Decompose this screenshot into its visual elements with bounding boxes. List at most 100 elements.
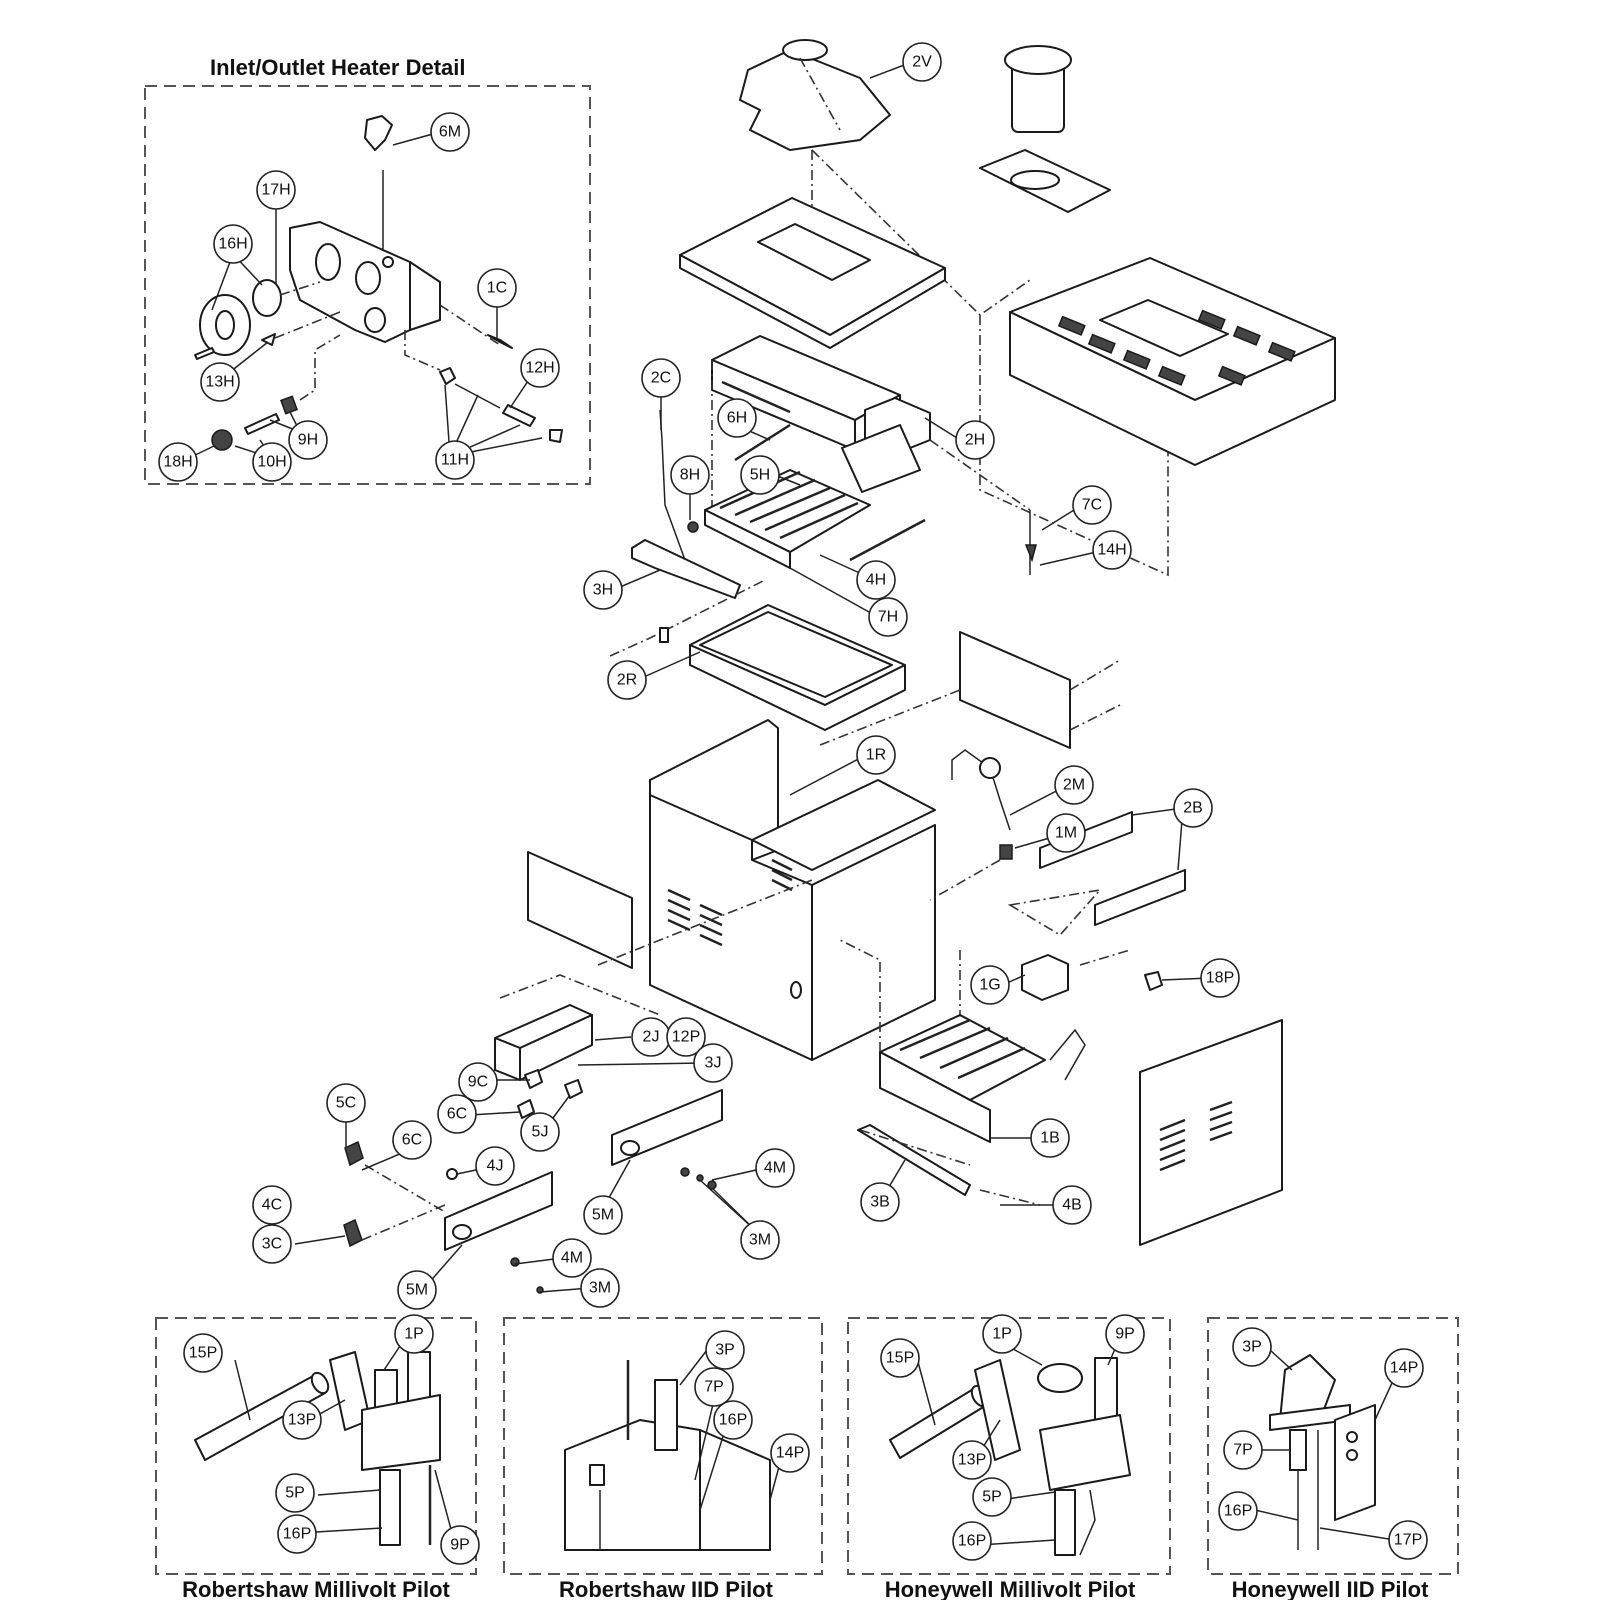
callout-main-4c: 4C (252, 1185, 292, 1225)
callout-main-1b: 1B (1030, 1118, 1070, 1158)
callout-label: 12P (672, 1029, 700, 1046)
part-1r-cabinet-frame (649, 719, 936, 1061)
callout-label: 17P (1394, 1532, 1422, 1549)
callout-label: 7P (1233, 1442, 1253, 1459)
callout-circle (1046, 813, 1086, 853)
callout-robertshaw_iid-14p: 14P (770, 1433, 810, 1473)
callout-label: 12H (525, 360, 554, 377)
callout-inset-16h: 16H (213, 224, 253, 264)
callout-circle (1105, 1314, 1145, 1354)
callout-inset-18h: 18H (158, 442, 198, 482)
callout-circle (740, 455, 780, 495)
callout-robertshaw_millivolt-15p: 15P (183, 1333, 223, 1373)
caption-honeywell-millivolt: Honeywell Millivolt Pilot (885, 1577, 1136, 1600)
callout-label: 4H (866, 572, 886, 589)
caption-honeywell-iid: Honeywell IID Pilot (1232, 1577, 1429, 1600)
callout-circle (580, 1268, 620, 1308)
callout-circle (755, 1148, 795, 1188)
callout-label: 6C (402, 1132, 422, 1149)
part-rear-panel (959, 631, 1071, 749)
callout-circle (477, 268, 517, 308)
part-2b-bracket (1039, 811, 1133, 869)
callout-label: 1G (979, 977, 1000, 994)
callout-label: 9H (298, 432, 318, 449)
callout-label: 5J (532, 1124, 549, 1141)
callout-circle (972, 1477, 1012, 1517)
callout-circle (392, 1120, 432, 1160)
callout-main-1m: 1M (1046, 813, 1086, 853)
callout-circle (982, 1314, 1022, 1354)
callout-honeywell_iid-17p: 17P (1388, 1520, 1428, 1560)
callout-label: 1P (992, 1326, 1012, 1343)
pilot-robertshaw-millivolt: Robertshaw Millivolt Pilot (155, 1317, 477, 1600)
callout-circle (955, 420, 995, 460)
callout-main-3m: 3M (580, 1268, 620, 1308)
callout-circle (277, 1514, 317, 1554)
callout-label: 9C (468, 1074, 488, 1091)
callout-label: 4C (262, 1197, 282, 1214)
callout-label: 11H (441, 452, 469, 469)
caption-robertshaw-iid: Robertshaw IID Pilot (559, 1577, 774, 1600)
callout-label: 9P (1115, 1326, 1135, 1343)
callout-label: 2H (965, 432, 985, 449)
part-4h-rod (849, 518, 926, 562)
callout-circle (694, 1367, 734, 1407)
pilot-honeywell-millivolt: Honeywell Millivolt Pilot (847, 1317, 1171, 1600)
inset-border (144, 85, 591, 485)
callout-circle (435, 440, 475, 480)
callout-honeywell_millivolt-5p: 5P (972, 1477, 1012, 1517)
callout-label: 3M (589, 1280, 611, 1297)
callout-inset-12h: 12H (520, 348, 560, 388)
callout-honeywell_iid-7p: 7P (1223, 1430, 1263, 1470)
callout-main-2m: 2M (1054, 765, 1094, 805)
callout-robertshaw_millivolt-5p: 5P (275, 1473, 315, 1513)
callout-circle (713, 1400, 753, 1440)
callout-circle (200, 362, 240, 402)
callout-label: 18P (1206, 970, 1234, 987)
callout-honeywell_millivolt-1p: 1P (982, 1314, 1022, 1354)
callout-label: 10H (257, 454, 286, 471)
callout-circle (397, 1270, 437, 1310)
part-6m-sensor (364, 115, 393, 151)
callout-label: 8H (680, 467, 700, 484)
callout-circle (868, 597, 908, 637)
callout-main-3b: 3B (860, 1182, 900, 1222)
part-2v-draft-hood (739, 39, 891, 151)
callout-label: 1P (404, 1326, 424, 1343)
vent-pipe (979, 45, 1111, 213)
callout-label: 5P (285, 1485, 305, 1502)
callout-inset-6m: 6M (430, 112, 470, 152)
callout-circle (856, 735, 896, 775)
callout-circle (1223, 1430, 1263, 1470)
callout-label: 7P (704, 1379, 724, 1396)
callout-label: 14P (776, 1445, 804, 1462)
callout-inset-11h: 11H (435, 440, 475, 480)
callout-circle (288, 420, 328, 460)
part-8h (687, 521, 699, 533)
part-17h-gasket (252, 279, 282, 317)
callout-circle (458, 1062, 498, 1102)
callout-label: 3P (715, 1342, 735, 1359)
callout-label: 6C (447, 1106, 467, 1123)
callout-main-2v: 2V (902, 42, 942, 82)
callout-main-2r: 2R (607, 660, 647, 700)
callout-label: 7C (1082, 497, 1102, 514)
callout-robertshaw_iid-3p: 3P (705, 1330, 745, 1370)
callout-honeywell_iid-16p: 16P (1218, 1491, 1258, 1531)
part-jacket-top (1009, 257, 1336, 466)
callout-robertshaw_millivolt-9p: 9P (440, 1525, 480, 1565)
callout-label: 15P (886, 1350, 914, 1367)
callout-circle (952, 1440, 992, 1480)
callout-main-2j: 2J (631, 1017, 671, 1057)
callout-circle (641, 358, 681, 398)
callout-main-3m: 3M (740, 1220, 780, 1260)
pilot-honeywell-iid: Honeywell IID Pilot (1207, 1317, 1459, 1600)
callout-label: 1R (866, 747, 886, 764)
callout-circle (583, 570, 623, 610)
callout-circle (583, 1195, 623, 1235)
part-3b-rail (857, 1124, 971, 1196)
callout-inset-13h: 13H (200, 362, 240, 402)
callout-circle (252, 1185, 292, 1225)
